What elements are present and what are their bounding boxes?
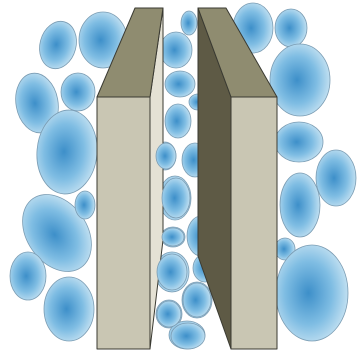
foam-bubble-icon — [61, 73, 95, 111]
foam-bubble-icon — [162, 178, 190, 218]
foam-bubble-icon — [160, 32, 192, 68]
foam-bubble-icon — [270, 44, 330, 116]
foam-bubble-icon — [276, 245, 348, 341]
foam-bubble-icon — [44, 277, 94, 341]
foam-bubble-icon — [34, 17, 81, 73]
foam-bubble-icon — [316, 150, 356, 206]
foam-bubble-icon — [162, 228, 184, 246]
foam-bubble-icon — [156, 143, 176, 169]
background-bubbles — [8, 3, 356, 349]
foam-bubble-icon — [183, 283, 211, 317]
foam-bubble-icon — [165, 71, 195, 97]
right-plate-front-face — [231, 97, 277, 349]
foam-bubble-icon — [75, 191, 95, 219]
foam-bubble-icon — [275, 122, 323, 162]
foam-bubble-icon — [165, 104, 191, 138]
foam-bubble-icon — [280, 173, 320, 237]
foam-bubble-icon — [157, 301, 181, 327]
foam-bubble-icon — [171, 323, 205, 349]
foam-bubble-icon — [10, 252, 46, 300]
left-plate-front-face — [97, 97, 150, 349]
foam-bubble-icon — [157, 254, 187, 290]
foam-bubble-icon — [181, 11, 197, 35]
foam-bubble-icon — [275, 9, 307, 47]
